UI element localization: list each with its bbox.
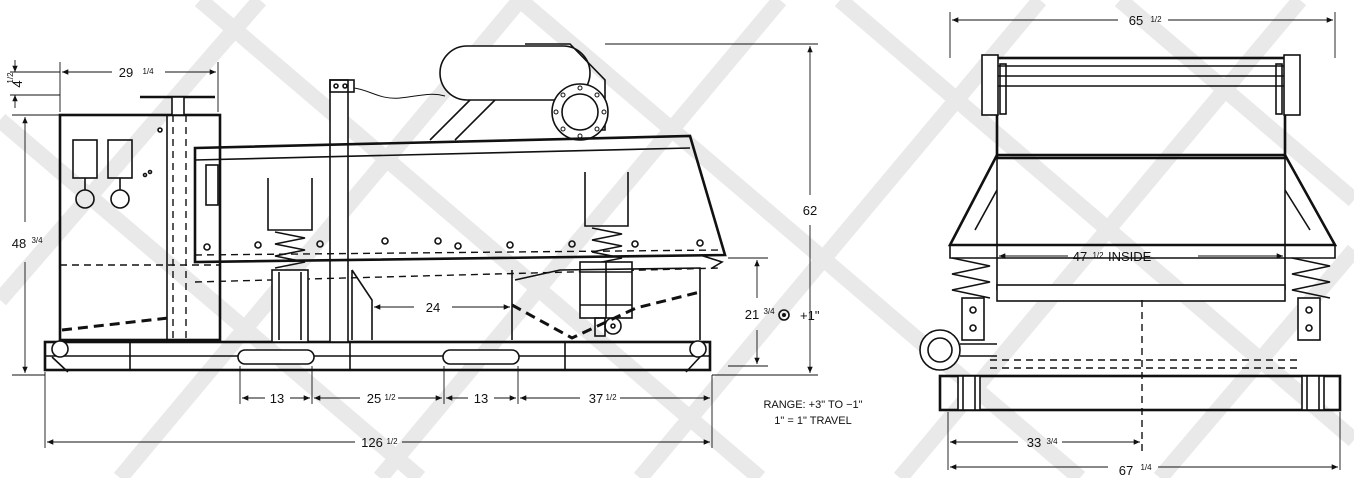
end-pipe-fitting (919, 329, 997, 371)
dim-inner-span-value: 24 (426, 300, 440, 315)
dim-half-width-frac: 3/4 (1046, 437, 1058, 446)
dim-panel-width-frac: 1/4 (142, 67, 154, 76)
dim-overall-length-value: 126 (361, 435, 383, 450)
end-view: 65 1/2 47 1/2 INSIDE 33 3/4 67 1/4 (919, 12, 1342, 478)
dim-panel-width: 29 1/4 (59, 62, 219, 112)
hopper (351, 267, 701, 340)
dim-panel-height-value: 48 (12, 236, 26, 251)
dim-top-width-value: 65 (1129, 13, 1143, 28)
end-drum (981, 54, 1301, 160)
spring-mount-right (579, 172, 633, 319)
dim-slot2-value: 13 (474, 391, 488, 406)
dim-panel-height-frac: 3/4 (31, 236, 43, 245)
dim-base-width: 67 1/4 (950, 412, 1341, 478)
dim-end-span-value: 37 (589, 391, 603, 406)
range-note-line1: RANGE: +3" TO −1" (763, 399, 862, 411)
dim-inner-span: 24 (374, 300, 510, 315)
dim-overall-height: 62 (605, 43, 818, 376)
forklift-slot-left (237, 349, 315, 365)
dim-base-width-frac: 1/4 (1140, 463, 1152, 472)
dim-half-width: 33 3/4 (947, 412, 1140, 470)
dim-overall-length-frac: 1/2 (386, 437, 398, 446)
end-base (938, 300, 1342, 455)
base-frame (43, 340, 712, 373)
dim-mid-span-value: 25 (367, 391, 381, 406)
dim-panel-width-value: 29 (119, 65, 133, 80)
dim-adjust-height-frac: 3/4 (763, 307, 775, 316)
dim-top-height-value: 4 (10, 80, 25, 87)
dim-inside-width-frac: 1/2 (1092, 251, 1104, 260)
end-hopper (947, 153, 1338, 302)
dim-overall-height-value: 62 (803, 203, 817, 218)
dim-adjust-plus: +1" (800, 308, 820, 323)
dim-end-span-frac: 1/2 (605, 393, 617, 402)
dim-top-height: 4 1/2 (6, 60, 60, 108)
dim-adjust-height-value: 21 (745, 307, 759, 322)
forklift-slot-right (442, 349, 520, 365)
end-springs (951, 257, 1331, 341)
dim-top-width: 65 1/2 (949, 12, 1336, 58)
range-note-line2: 1" = 1" TRAVEL (774, 415, 851, 427)
dim-inside-width: 47 1/2 INSIDE (999, 249, 1283, 264)
dim-inside-width-value: 47 (1073, 249, 1087, 264)
dim-panel-height: 48 3/4 (12, 114, 60, 376)
vibrator-motor (429, 43, 609, 141)
dim-base-width-value: 67 (1119, 463, 1133, 478)
control-panel (58, 113, 222, 342)
dim-top-width-frac: 1/2 (1150, 15, 1162, 24)
dim-bottom-chain: 13 25 1/2 13 37 1/2 (239, 366, 713, 406)
hand-wheel (140, 95, 215, 342)
range-note: RANGE: +3" TO −1" 1" = 1" TRAVEL (763, 399, 862, 427)
dim-inside-label: INSIDE (1108, 249, 1152, 264)
dim-adjust-height: 21 3/4 +1" (728, 257, 820, 367)
dim-half-width-value: 33 (1027, 435, 1041, 450)
dim-slot1-value: 13 (270, 391, 284, 406)
side-view: 4 1/2 29 1/4 48 3/4 62 (6, 43, 863, 450)
dim-overall-length: 126 1/2 (44, 372, 713, 450)
dim-top-height-frac: 1/2 (6, 72, 15, 84)
spring-mount-left (267, 178, 313, 343)
dim-mid-span-frac: 1/2 (384, 393, 396, 402)
